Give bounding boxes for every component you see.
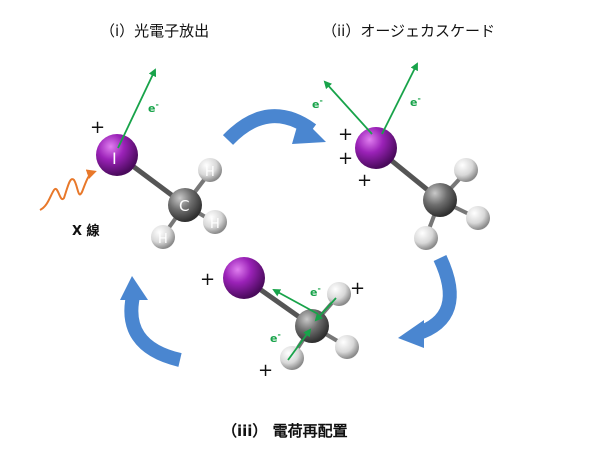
atom-label-hydrogen-1c: H [158, 232, 168, 247]
step1-title: （i）光電子放出 [100, 22, 209, 40]
charge-plus-2a: + [338, 124, 353, 145]
charge-transfer-arrow-1 [272, 289, 319, 315]
electron-label-1: e- [148, 100, 159, 115]
atom-carbon-2 [423, 183, 457, 217]
photoelectron-arrow [117, 68, 157, 149]
charge-plus-3a: + [200, 269, 215, 290]
xray-label: X 線 [72, 223, 101, 239]
charge-transfer-arrow-3 [287, 328, 312, 361]
atom-hydrogen-2c [414, 226, 438, 250]
charge-plus-3c: + [258, 360, 273, 381]
charge-plus-1: + [90, 117, 105, 138]
electron-label-3a: e- [310, 284, 321, 299]
atom-label-iodine-1: I [112, 149, 117, 168]
atom-label-hydrogen-1b: H [210, 217, 220, 232]
xray-wave [39, 169, 97, 211]
atom-label-hydrogen-1a: H [205, 165, 215, 180]
atom-hydrogen-2a [454, 158, 478, 182]
charge-transfer-arrow-2 [314, 297, 337, 322]
atom-hydrogen-3c [280, 346, 304, 370]
atom-hydrogen-3a [327, 282, 351, 306]
cycle-arrow-top [222, 109, 326, 145]
electron-label-2a: e- [312, 96, 323, 111]
auger-electron-arrow-2 [381, 62, 418, 135]
molecule-1: I C H H H e- + X 線 [39, 68, 227, 249]
atom-hydrogen-1c [151, 225, 175, 249]
cycle-arrow-right [398, 255, 457, 348]
molecule-3: e- e- + + + [200, 257, 365, 381]
atom-hydrogen-3b [335, 335, 359, 359]
atom-iodine-2 [355, 127, 397, 169]
electron-label-2b: e- [410, 94, 421, 109]
atom-iodine-1 [96, 134, 138, 176]
cycle-arrow-left [120, 276, 182, 367]
atom-hydrogen-1a [198, 158, 222, 182]
charge-plus-3b: + [350, 278, 365, 299]
auger-electron-arrow-1 [323, 80, 373, 135]
atom-hydrogen-1b [203, 210, 227, 234]
molecule-2: e- e- + + + [312, 62, 490, 250]
atom-hydrogen-2b [466, 206, 490, 230]
charge-plus-2c: + [357, 170, 372, 191]
atom-iodine-3 [223, 257, 265, 299]
charge-plus-2b: + [338, 148, 353, 169]
step3-title: （iii） 電荷再配置 [222, 422, 348, 440]
atom-label-carbon-1: C [179, 197, 189, 215]
atom-carbon-3 [295, 309, 329, 343]
step2-title: （ii）オージェカスケード [322, 22, 495, 40]
electron-label-3b: e- [270, 330, 281, 345]
atom-carbon-1 [168, 188, 202, 222]
